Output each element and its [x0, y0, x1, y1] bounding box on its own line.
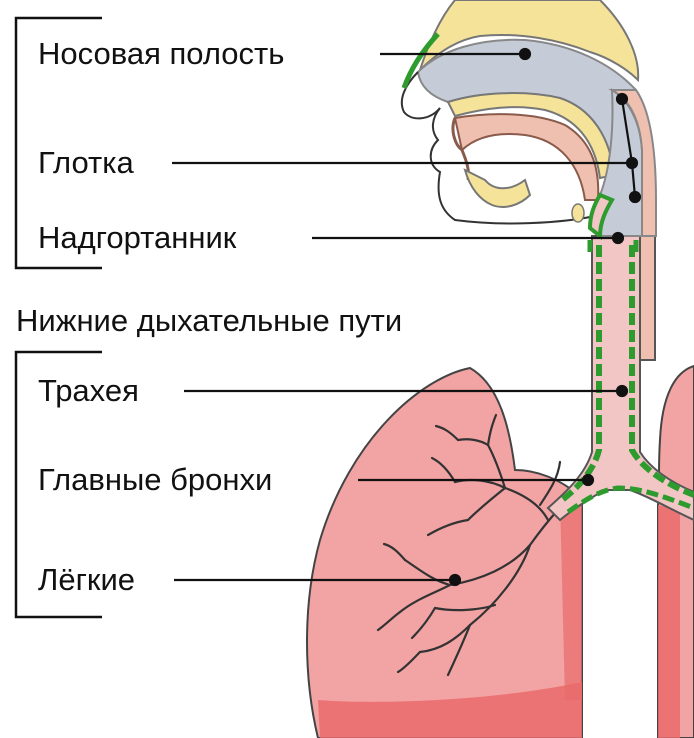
nasal-cavity-dot — [520, 49, 530, 59]
bronchi-dot — [583, 475, 593, 485]
hyoid-bone — [572, 204, 584, 222]
pharynx-dot-top — [617, 94, 627, 104]
label-lower-tract-group: Нижние дыхательные пути — [16, 305, 402, 336]
epiglottis-dot — [613, 233, 623, 243]
jaw-bone — [465, 170, 530, 207]
head-group — [402, 0, 656, 252]
label-nasal-cavity: Носовая полость — [38, 38, 284, 69]
trachea-dot — [617, 386, 627, 396]
label-trachea: Трахея — [38, 375, 139, 406]
right-lung-shadow — [658, 505, 680, 738]
lungs-dot — [450, 575, 460, 585]
esophagus — [640, 236, 655, 360]
pharynx-dot-bottom — [630, 192, 640, 202]
label-main-bronchi: Главные бронхи — [38, 464, 272, 495]
pharynx-dot-mid — [627, 158, 637, 168]
label-lungs: Лёгкие — [38, 564, 135, 595]
label-epiglottis: Надгортанник — [38, 222, 236, 253]
left-lung — [307, 368, 582, 738]
label-pharynx: Глотка — [38, 147, 134, 178]
